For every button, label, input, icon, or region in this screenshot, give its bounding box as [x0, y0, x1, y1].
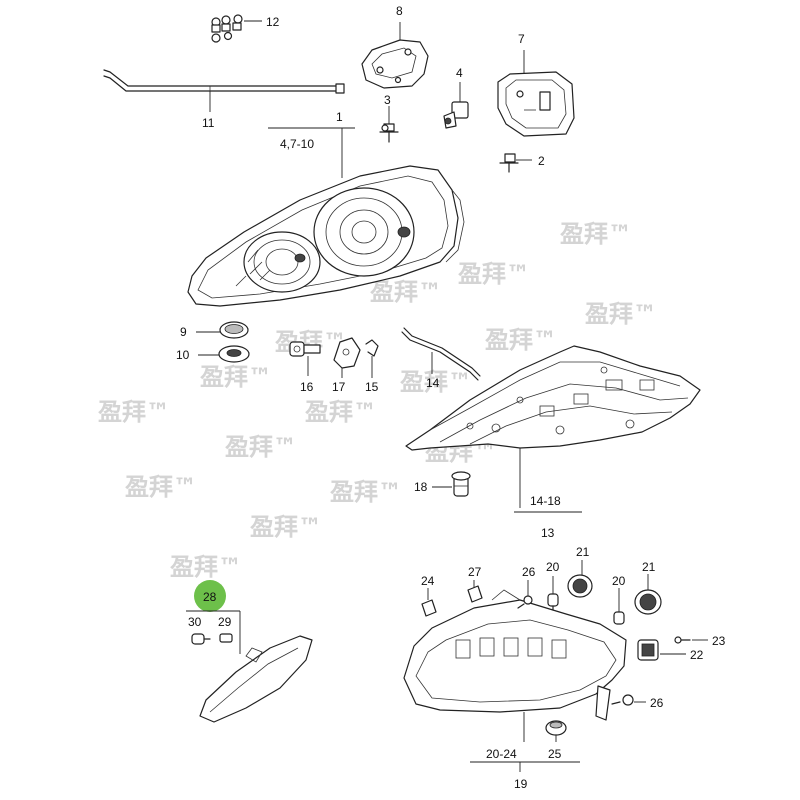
callout-20-left: 20 [546, 560, 560, 574]
part-1-headlight[interactable] [187, 127, 465, 307]
callout-8: 8 [396, 4, 403, 18]
part-18-grommet[interactable] [432, 471, 471, 497]
part-26-screw-upper[interactable] [517, 580, 533, 609]
callout-16: 16 [300, 380, 314, 394]
callout-21-left: 21 [576, 545, 590, 559]
watermark: 盈拜™ [169, 553, 242, 581]
callout-26-upper: 26 [522, 565, 536, 579]
watermark: 盈拜™ [399, 368, 472, 396]
watermark: 盈拜™ [584, 300, 657, 328]
part-11-rod[interactable] [103, 69, 345, 112]
callout-20-24: 20-24 [486, 747, 517, 761]
part-7-cover[interactable] [497, 50, 575, 137]
part-21-cap-right[interactable] [634, 574, 662, 615]
part-23-screw[interactable] [674, 636, 708, 644]
callout-20-right: 20 [612, 574, 626, 588]
watermark: 盈拜™ [559, 220, 632, 248]
part-12-clips[interactable] [211, 14, 262, 43]
watermark: 盈拜™ [249, 513, 322, 541]
callout-29: 29 [218, 615, 232, 629]
watermark: 盈拜™ [304, 398, 377, 426]
callout-21-right: 21 [642, 560, 656, 574]
callout-26-lower: 26 [650, 696, 664, 710]
part-28-side-marker[interactable] [199, 611, 313, 723]
watermark: 盈拜™ [224, 433, 297, 461]
callout-11: 11 [202, 116, 215, 130]
part-3-screw[interactable] [379, 106, 399, 143]
callout-4: 4 [456, 66, 463, 80]
callout-17: 17 [332, 380, 346, 394]
callout-7: 7 [518, 32, 525, 46]
part-2-screw[interactable] [499, 153, 532, 173]
callout-14: 14 [426, 376, 440, 390]
part-9-ring[interactable] [196, 321, 249, 339]
part-14-wire[interactable] [401, 327, 481, 381]
part-24-clip[interactable] [421, 588, 437, 617]
part-29-socket[interactable] [219, 633, 233, 643]
part-20-bulb-left[interactable] [547, 576, 559, 611]
callout-23: 23 [712, 634, 726, 648]
part-10-ring[interactable] [198, 345, 250, 363]
part-26-screw-lower[interactable] [611, 694, 646, 706]
callout-25: 25 [548, 747, 562, 761]
part-4-adjuster[interactable] [443, 82, 469, 129]
part-15-clip[interactable] [365, 339, 379, 378]
watermark: 盈拜™ [199, 363, 272, 391]
callout-14-18: 14-18 [530, 494, 561, 508]
watermark: 盈拜™ [457, 260, 530, 288]
watermark: 盈拜™ [369, 278, 442, 306]
callout-24: 24 [421, 574, 435, 588]
part-19-fog-light[interactable] [403, 589, 627, 772]
callout-28: 28 [203, 590, 217, 604]
part-17-bracket[interactable] [333, 337, 361, 378]
callout-18: 18 [414, 480, 428, 494]
watermark: 盈拜™ [124, 473, 197, 501]
callout-22: 22 [690, 648, 704, 662]
callout-13: 13 [541, 526, 555, 540]
part-25-cap[interactable] [545, 720, 567, 742]
callout-19: 19 [514, 777, 528, 791]
part-27-clip[interactable] [467, 580, 483, 603]
watermark: 盈拜™ [97, 398, 170, 426]
part-21-cap-left[interactable] [567, 560, 593, 598]
callout-28-highlight [194, 580, 226, 612]
callout-3: 3 [384, 93, 391, 107]
watermark: 盈拜™ [329, 478, 402, 506]
callout-1: 1 [336, 110, 343, 124]
callout-30: 30 [188, 615, 202, 629]
callout-27: 27 [468, 565, 482, 579]
part-20-bulb-right[interactable] [613, 588, 625, 625]
part-8-bracket[interactable] [361, 22, 429, 89]
callout-10: 10 [176, 348, 190, 362]
part-22-module[interactable] [637, 639, 686, 661]
part-13-undertray[interactable] [405, 345, 701, 513]
part-16-bolt[interactable] [289, 341, 321, 376]
callout-12: 12 [266, 15, 280, 29]
callout-2: 2 [538, 154, 545, 168]
callout-15: 15 [365, 380, 379, 394]
watermark: 盈拜™ [484, 326, 557, 354]
callout-4-7-10: 4,7-10 [280, 137, 314, 151]
callout-9: 9 [180, 325, 187, 339]
part-30-bulb[interactable] [191, 633, 211, 645]
